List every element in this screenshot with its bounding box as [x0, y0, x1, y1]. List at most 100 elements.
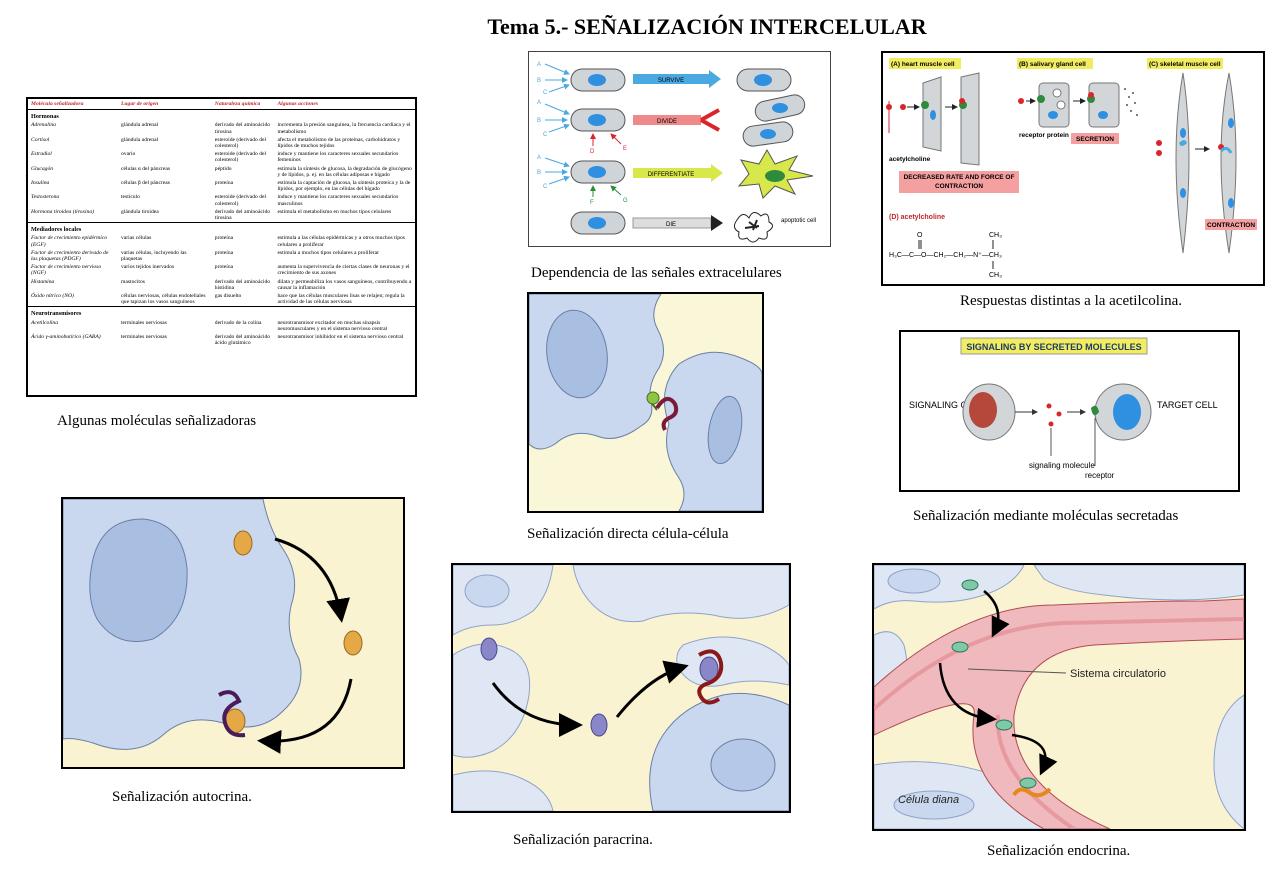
signal-a-label: A	[537, 62, 541, 68]
signal-molecule	[480, 637, 498, 661]
extracellular-signals-diagram: A B C SURVIVE A B C D E DIVIDE A	[528, 51, 831, 247]
table-cell: estimula el metabolismo en muchos tipos …	[277, 208, 392, 215]
table-row: Hormona tiroidea (tiroxina)glándula tiro…	[28, 208, 415, 223]
table-cell: testículo	[121, 194, 140, 201]
signal-c-label: C	[543, 184, 548, 190]
survive-label: SURVIVE	[658, 78, 684, 84]
page-title: Tema 5.- SEÑALIZACIÓN INTERCELULAR	[487, 14, 927, 39]
signal-g-label: G	[623, 198, 628, 204]
table-row: Óxido nítrico (NO) células nerviosas, cél…	[28, 292, 415, 307]
signal-molecule	[343, 630, 363, 656]
table-cell: Factor de crecimiento derivado de las pl…	[31, 249, 109, 263]
caption-acetylcholine: Respuestas distintas a la acetilcolina.	[960, 293, 1183, 309]
panel-b-label: (B) salivary gland cell	[1019, 61, 1086, 68]
skeletal-cell	[1175, 72, 1190, 254]
signal-e-label: E	[623, 146, 627, 152]
table-cell: gas disuelto	[214, 293, 242, 300]
table-cell: terminales nerviosas	[121, 334, 167, 341]
table-cell: terminales nerviosas	[121, 319, 167, 326]
differentiate-row: A B C F G DIFFERENTIATE	[537, 148, 814, 206]
table-group-name: Hormonas	[31, 113, 59, 121]
molecule	[1046, 403, 1052, 409]
die-row: DIE apoptotic cell	[570, 211, 816, 243]
receptor	[655, 396, 679, 431]
signal-b-label: B	[537, 170, 541, 176]
table-cell: derivado del aminoácido tirosina	[214, 122, 271, 135]
table-cell: hace que las células musculares lisas se…	[277, 293, 405, 306]
target-cell-label: Célula diana	[898, 794, 959, 806]
table-header: Lugar de origen	[118, 99, 212, 111]
caption-extracellular: Dependencia de las señales extracelulare…	[531, 265, 782, 281]
survive-row: A B C SURVIVE	[537, 62, 792, 96]
table-cell: glándula tiroidea	[121, 208, 159, 215]
table-group-row: Neurotransmisores	[28, 306, 415, 319]
circulatory-label: Sistema circulatorio	[1070, 668, 1166, 680]
table-cell: induce y mantiene los caracteres sexuale…	[277, 151, 399, 164]
secretion-bg	[1071, 133, 1119, 144]
paracrine-diagram	[451, 563, 791, 813]
nucleus-left	[546, 309, 608, 399]
acetylcholine-responses-diagram: (A) heart muscle cell acetylcholine DECR…	[881, 51, 1265, 286]
receptor-label: receptor	[1085, 471, 1115, 480]
table-cell: afecta el metabolismo de las proteínas, …	[277, 136, 401, 150]
hormone	[951, 641, 969, 653]
receptor-label: receptor protein	[1019, 132, 1069, 139]
table-cell: Histamina	[31, 278, 55, 285]
table-cell: Estradiol	[31, 151, 52, 158]
hormone	[995, 719, 1013, 731]
panel-a-label-bg	[889, 58, 961, 69]
signaling-cell-label: SIGNALING CELL	[909, 400, 983, 410]
molecule	[1048, 421, 1054, 427]
table-cell: células β del páncreas	[121, 180, 170, 187]
molecule	[1056, 411, 1062, 417]
signal-b-label: B	[537, 78, 541, 84]
table-cell: estimula a muchos tipos celulares a prol…	[277, 249, 380, 256]
table-cell: Acetilcolina	[31, 319, 59, 326]
table-row: Ácido γ-aminobutírico (GABA) terminales n…	[28, 333, 415, 347]
differentiate-arrow	[633, 168, 711, 178]
table-cell: derivado del aminoácido tirosina	[214, 208, 271, 222]
table-cell: varias células, incluyendo las plaquetas	[121, 249, 187, 263]
table-cell: esteroide (derivado del colesterol)	[214, 136, 267, 150]
contraction-bg	[1205, 219, 1257, 230]
die-label: DIE	[666, 222, 676, 228]
table-cell: glándula adrenal	[121, 136, 159, 143]
signal-b-label: B	[537, 118, 541, 124]
table-cell: Óxido nítrico (NO)	[31, 293, 74, 300]
table-cell: dilata y permeabiliza los vasos sanguíne…	[277, 278, 412, 291]
nucleus-right	[707, 395, 743, 465]
signaling-nucleus	[969, 392, 997, 428]
secretion-label: SECRETION	[1076, 136, 1114, 143]
divide-label: DIVIDE	[657, 119, 677, 125]
target-nucleus	[1113, 394, 1141, 430]
signal-a-label: A	[537, 100, 541, 106]
table-cell: estimula la síntesis de glucosa, la degr…	[277, 165, 412, 178]
table-cell: proteína	[214, 235, 234, 242]
table-cell: células nerviosas, células endoteliales …	[121, 293, 206, 306]
panel-a-label: (A) heart muscle cell	[891, 61, 955, 68]
table-cell: péptido	[214, 165, 232, 172]
table-row: Factor de crecimiento derivado de las pl…	[28, 249, 415, 263]
table-cell: Factor de crecimiento epidérmico (EGF)	[31, 235, 108, 248]
receptor-shape	[1091, 405, 1099, 416]
table-cell: derivado del aminoácido ácido glutámico	[214, 334, 271, 347]
formula-o: O	[917, 232, 923, 239]
divide-arrow	[633, 115, 701, 125]
table-cell: neurotransmisor excitador en muchas sina…	[277, 319, 388, 332]
table-cell: Ácido γ-aminobutírico (GABA)	[31, 334, 101, 341]
panel-d-label: (D) acetylcholine	[889, 214, 945, 221]
signal-c-label: C	[543, 90, 548, 96]
signal-molecule	[233, 530, 253, 556]
caption-direct: Señalización directa célula-célula	[527, 526, 729, 542]
signal-a-label: A	[537, 155, 541, 161]
table-row: Factor de crecimiento epidérmico (EGF)va…	[28, 234, 415, 248]
contraction-label: CONTRACTION	[1207, 222, 1255, 229]
table-cell: células α del páncreas	[121, 165, 171, 172]
